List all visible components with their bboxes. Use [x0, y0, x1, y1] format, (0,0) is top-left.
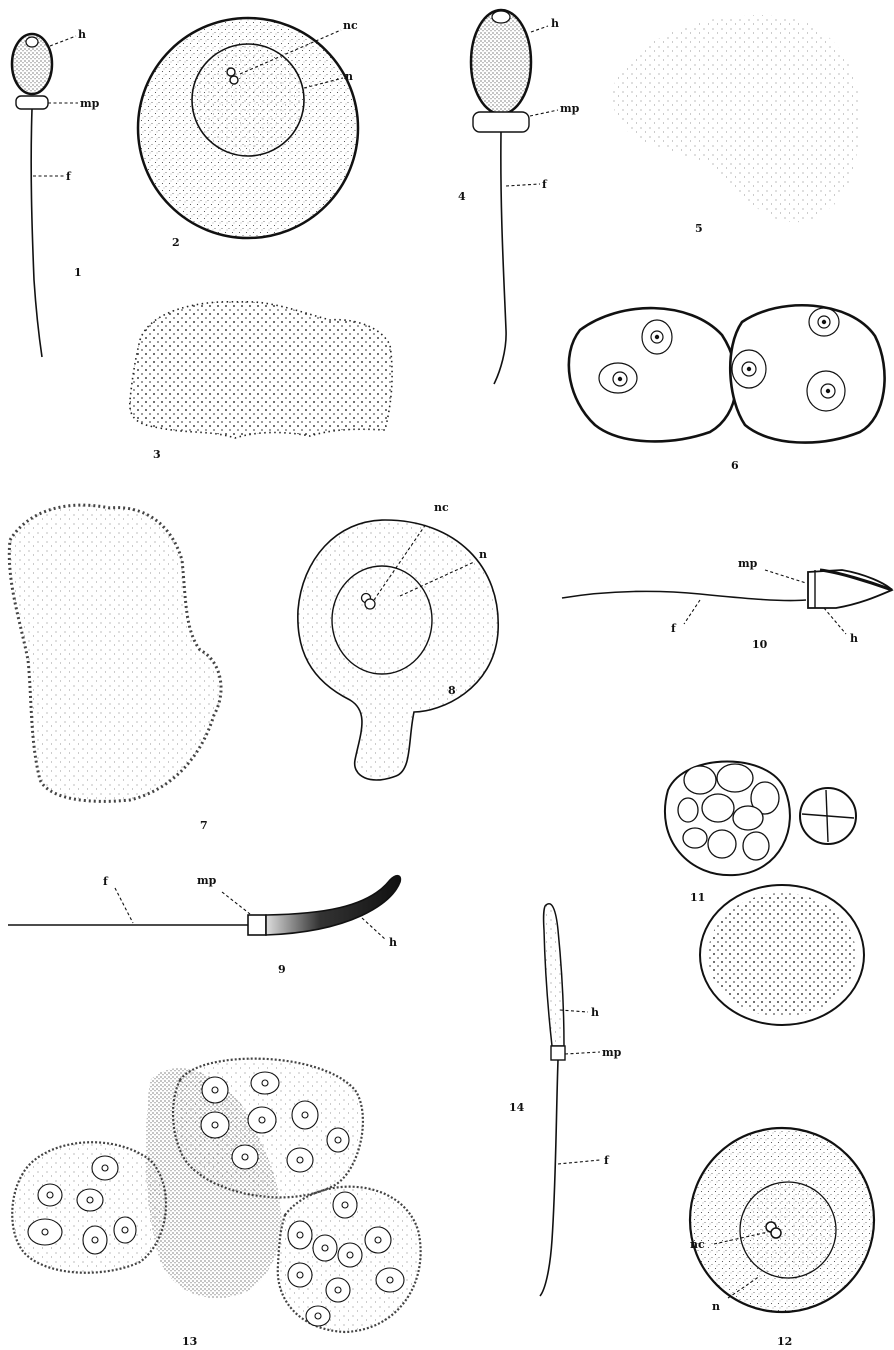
figure-4-spermatozoon — [471, 10, 558, 384]
fig14-label-f: f — [604, 1154, 610, 1167]
fig9-label-h: h — [389, 936, 397, 949]
fig2-label-nc: nc — [343, 19, 358, 32]
figure-13-follicles — [12, 1059, 420, 1332]
figure-number-1: 1 — [74, 266, 82, 279]
fig4-label-f: f — [542, 178, 548, 191]
figure-3-tissue — [130, 302, 392, 438]
figure-number-10: 10 — [752, 638, 768, 651]
fig9-label-mp: mp — [197, 874, 217, 887]
figure-7-tissue — [9, 505, 221, 801]
figure-10-spermatozoon — [562, 570, 892, 634]
figure-1-spermatozoon — [12, 34, 78, 357]
fig12-label-nc: nc — [690, 1238, 705, 1251]
fig14-label-h: h — [591, 1006, 599, 1019]
figure-number-11: 11 — [690, 891, 705, 904]
fig10-label-h: h — [850, 632, 858, 645]
figure-number-14: 14 — [509, 1101, 525, 1114]
figure-14-spermatozoon — [540, 904, 600, 1296]
figure-8-egg — [298, 520, 498, 780]
fig9-label-f: f — [103, 875, 109, 888]
fig2-label-n: n — [345, 70, 353, 83]
fig10-label-mp: mp — [738, 557, 758, 570]
figure-number-2: 2 — [172, 236, 180, 249]
fig4-label-mp: mp — [560, 102, 580, 115]
figure-number-4: 4 — [458, 190, 466, 203]
fig4-label-h: h — [551, 17, 559, 30]
figure-12-egg-cell — [690, 1128, 874, 1312]
fig10-label-f: f — [671, 622, 677, 635]
figure-number-13: 13 — [182, 1335, 197, 1348]
figure-number-3: 3 — [153, 448, 161, 461]
figure-number-12: 12 — [777, 1335, 792, 1348]
figure-2-egg-cell — [138, 18, 358, 238]
figure-6-cells — [569, 305, 885, 442]
figure-number-7: 7 — [200, 819, 208, 832]
figure-5-stippled-mass — [612, 15, 860, 222]
fig8-label-nc: nc — [434, 501, 449, 514]
fig1-label-h: h — [78, 28, 86, 41]
figure-number-9: 9 — [278, 963, 286, 976]
figure-number-8: 8 — [448, 684, 456, 697]
fig1-label-f: f — [66, 170, 72, 183]
fig8-label-n: n — [479, 548, 487, 561]
fig12-label-n: n — [712, 1300, 720, 1313]
fig1-label-mp: mp — [80, 97, 100, 110]
fig14-label-mp: mp — [602, 1046, 622, 1059]
figure-number-5: 5 — [695, 222, 703, 235]
figure-number-6: 6 — [731, 459, 739, 472]
